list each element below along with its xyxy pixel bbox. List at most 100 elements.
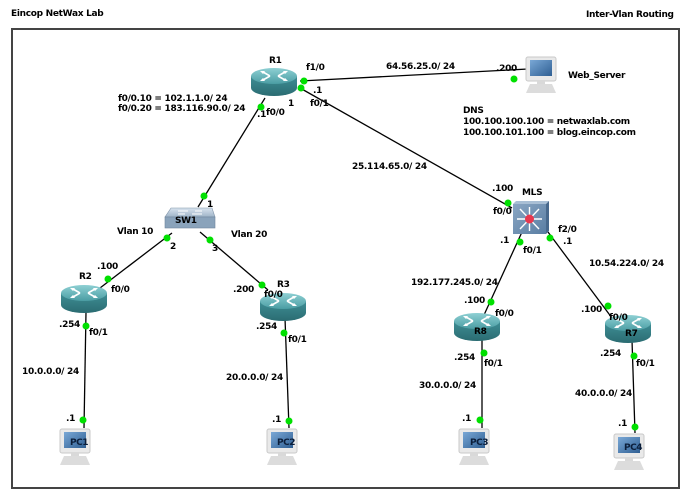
port-dot-pc4	[631, 423, 639, 431]
link-sw1-r2[interactable]	[99, 232, 173, 289]
link-r2-pc1[interactable]	[83, 311, 87, 429]
port-dot-r1-f1-0	[300, 77, 308, 85]
port-dot-pc2	[285, 417, 293, 425]
port-dot-sw1-3	[206, 236, 214, 244]
sw1-port-1: 1	[207, 200, 213, 210]
r8-port-f0-0: f0/0	[495, 309, 514, 319]
port-dot-r2-f0-1	[82, 322, 90, 330]
mls-switch[interactable]	[513, 201, 549, 234]
r3-addr-f0-1: .254	[256, 322, 278, 332]
pc3-label: PC3	[470, 438, 488, 448]
r1-port-f1-0: f1/0	[306, 63, 325, 73]
r7-port-f0-1: f0/1	[636, 359, 655, 369]
lab-title: Eincop NetWax Lab	[11, 9, 104, 19]
link-r1-sw1[interactable]	[197, 97, 266, 208]
port-dot-mls-f0-0	[504, 199, 512, 207]
r3-port-f0-0: f0/0	[264, 290, 283, 300]
r1-addr-f0-1: .1	[313, 86, 323, 96]
vlan10-label: Vlan 10	[117, 227, 154, 237]
port-dot-r3-f0-1	[280, 329, 288, 337]
subinterface-line-2: f0/0.20 = 183.116.90.0/ 24	[118, 104, 246, 114]
network-label-r3-pc2: 20.0.0.0/ 24	[226, 373, 283, 383]
port-dot-r8-f0-1	[480, 349, 488, 357]
network-label-r2-pc1: 10.0.0.0/ 24	[22, 367, 79, 377]
router-r1[interactable]	[250, 67, 298, 97]
port-dot-r3-f0-0	[258, 281, 266, 289]
r2-port-f0-1: f0/1	[89, 328, 108, 338]
link-r3-pc2[interactable]	[284, 317, 290, 429]
r2-addr-f0-0: .100	[97, 262, 119, 272]
r1-addr-f0-0: .1	[257, 110, 267, 120]
dns-title: DNS	[463, 106, 484, 116]
port-dot-r7-f0-0	[604, 302, 612, 310]
r1-port-f0-1: f0/1	[310, 99, 329, 109]
port-dot-sw1-2	[163, 234, 171, 242]
pc3-addr: .1	[462, 414, 472, 424]
mls-label: MLS	[522, 188, 543, 198]
port-dot-r1-f0-0	[257, 103, 265, 111]
mls-port-f0-1: f0/1	[523, 246, 542, 256]
web-addr: .200	[496, 64, 518, 74]
vlan20-label: Vlan 20	[231, 230, 268, 240]
link-mls-r7[interactable]	[547, 231, 613, 319]
r7-port-f0-0: f0/0	[609, 313, 628, 323]
r1-label: R1	[269, 56, 282, 66]
port-dot-sw1-1	[200, 192, 208, 200]
web-server-label: Web_Server	[568, 71, 626, 81]
pc1-label: PC1	[70, 438, 88, 448]
r3-addr-f0-0: .200	[233, 285, 255, 295]
port-dot-r7-f0-1	[630, 352, 638, 360]
port-dot-pc1	[79, 416, 87, 424]
r7-addr-f0-1: .254	[600, 349, 622, 359]
r8-label: R8	[474, 327, 487, 337]
subinterface-line-1: f0/0.10 = 102.1.1.0/ 24	[118, 94, 228, 104]
r8-addr-f0-1: .254	[454, 353, 476, 363]
network-label-mls-r7: 10.54.224.0/ 24	[589, 259, 664, 269]
r3-port-f0-1: f0/1	[288, 335, 307, 345]
link-r1-mls[interactable]	[299, 87, 513, 209]
switch-sw1[interactable]	[164, 207, 216, 229]
r1-port-number: 1	[288, 99, 294, 109]
r2-port-f0-0: f0/0	[111, 285, 130, 295]
port-dot-r2-f0-0	[104, 275, 112, 283]
mls-port-f0-0: f0/0	[493, 207, 512, 217]
dns-entry-1: 100.100.100.100 = netwaxlab.com	[463, 117, 630, 127]
r2-addr-f0-1: .254	[59, 320, 81, 330]
network-label-mls-r8: 192.177.245.0/ 24	[411, 278, 498, 288]
mls-addr-f2-0: .1	[563, 237, 573, 247]
dns-entry-2: 100.100.101.100 = blog.eincop.com	[463, 128, 636, 138]
topic-title: Inter-Vlan Routing	[586, 10, 674, 20]
pc2-label: PC2	[277, 438, 295, 448]
pc1-addr: .1	[66, 414, 76, 424]
port-dot-pc3	[476, 416, 484, 424]
mls-addr-f0-0: .100	[492, 184, 514, 194]
mls-addr-f0-1: .1	[500, 236, 510, 246]
network-label-r1-web: 64.56.25.0/ 24	[386, 62, 455, 72]
sw1-label: SW1	[175, 216, 197, 226]
link-r1-web[interactable]	[299, 68, 529, 82]
mls-port-f2-0: f2/0	[558, 225, 577, 235]
r8-addr-f0-0: .100	[464, 296, 486, 306]
network-label-r8-pc3: 30.0.0.0/ 24	[419, 381, 476, 391]
port-dot-web	[510, 75, 518, 83]
port-dot-r1-f0-1	[297, 84, 305, 92]
sw1-port-3: 3	[212, 244, 218, 254]
r2-label: R2	[79, 272, 92, 282]
web-server-workstation[interactable]	[525, 56, 557, 94]
pc4-label: PC4	[624, 443, 642, 453]
r8-port-f0-1: f0/1	[484, 359, 503, 369]
pc2-addr: .1	[272, 415, 282, 425]
port-dot-r8-f0-0	[487, 298, 495, 306]
network-label-r1-mls: 25.114.65.0/ 24	[352, 162, 427, 172]
r1-port-f0-0: f0/0	[266, 108, 285, 118]
port-dot-mls-f2-0	[546, 234, 554, 242]
port-dot-mls-f0-1	[516, 238, 524, 246]
r7-label: R7	[625, 329, 638, 339]
r3-label: R3	[277, 280, 290, 290]
router-r2[interactable]	[60, 284, 108, 314]
pc4-addr: .1	[618, 419, 628, 429]
network-label-r7-pc4: 40.0.0.0/ 24	[575, 389, 632, 399]
r7-addr-f0-0: .100	[581, 305, 603, 315]
